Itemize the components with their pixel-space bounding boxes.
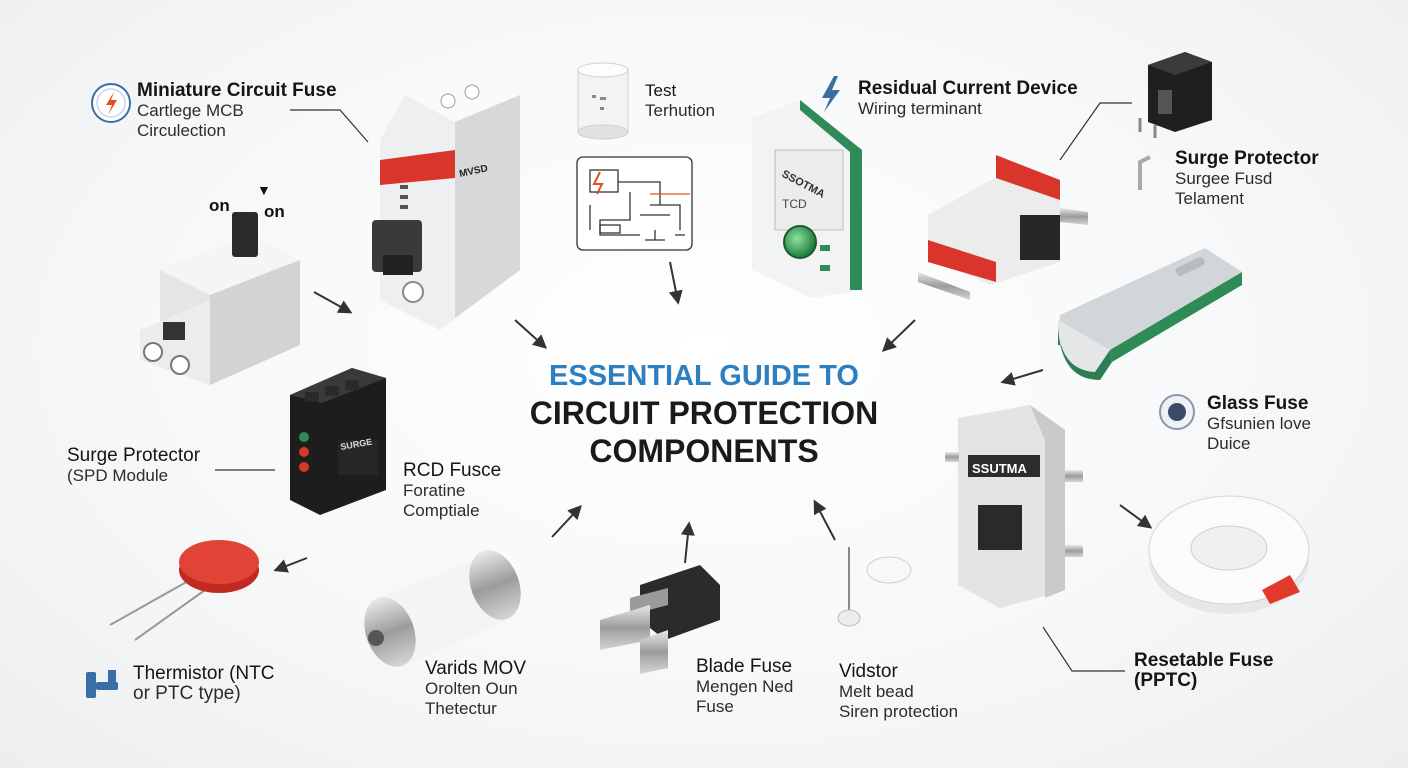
label-surge-protector-left: Surge Protector (SPD Module — [67, 445, 201, 486]
arrows — [273, 261, 1153, 573]
label-thermistor: Thermistor (NTC or PTC type) — [133, 663, 275, 704]
label-miniature-circuit-fuse: Miniature Circuit Fuse Cartlege MCB Circ… — [137, 80, 337, 141]
switch-on-label-left: on — [209, 196, 230, 215]
label-glass-fuse: Glass Fuse Gfsunien love Duice — [1207, 393, 1311, 454]
pin-illustration — [837, 547, 912, 627]
thermistor-symbol-icon — [86, 670, 118, 698]
rcd-device-illustration — [752, 100, 862, 298]
title-line-1: ESSENTIAL GUIDE TO — [549, 360, 859, 392]
terminal-module-illustration — [945, 405, 1083, 608]
label-blade-fuse: Blade Fuse Mengen Ned Fuse — [696, 656, 794, 717]
switch-on-label-right: on — [264, 202, 285, 221]
label-surge-protector-right: Surge Protector Surgee Fusd Telament — [1175, 148, 1319, 209]
schematic-illustration — [576, 156, 693, 251]
label-varids-mov: Varids MOV Orolten Oun Thetectur — [425, 658, 527, 719]
label-test: Test Terhution — [645, 81, 715, 120]
thermistor-illustration — [109, 540, 259, 641]
mcb-illustration — [372, 70, 520, 330]
lightning-icon — [822, 76, 840, 112]
glass-fuse-icon — [1159, 394, 1195, 430]
spd-module-illustration — [290, 368, 386, 515]
surge-protector-black-illustration — [1138, 52, 1212, 138]
bracket-icon — [1138, 155, 1151, 190]
cartridge-fuse-illustration — [364, 550, 521, 667]
title-line-3: COMPONENTS — [589, 433, 819, 469]
breaker-left-illustration — [140, 212, 300, 385]
lightning-badge-icon — [91, 83, 131, 123]
label-resetable-fuse: Resetable Fuse (PPTC) — [1134, 650, 1274, 691]
label-residual-current-device: Residual Current Device Wiring terminant — [858, 78, 1078, 119]
leader-lines — [215, 102, 1132, 672]
rcd-code-text: TCD — [782, 197, 807, 211]
switch-arrow-icon: ▼ — [257, 182, 271, 198]
test-cylinder-illustration — [577, 62, 629, 140]
label-rcd-fusce: RCD Fusce Foratine Comptiale — [403, 460, 502, 521]
guide-title: ESSENTIAL GUIDE TO CIRCUIT PROTECTION CO… — [504, 358, 904, 470]
title-line-2: CIRCUIT PROTECTION — [529, 395, 879, 431]
ptc-ring-illustration — [1148, 495, 1310, 614]
resistor-tab-illustration — [1058, 248, 1242, 380]
blade-fuse-illustration — [600, 565, 720, 674]
terminal-brand-text: SSUTMA — [972, 461, 1028, 476]
label-vidstor: Vidstor Melt bead Siren protection — [839, 661, 959, 722]
terminal-block-illustration — [918, 155, 1088, 300]
